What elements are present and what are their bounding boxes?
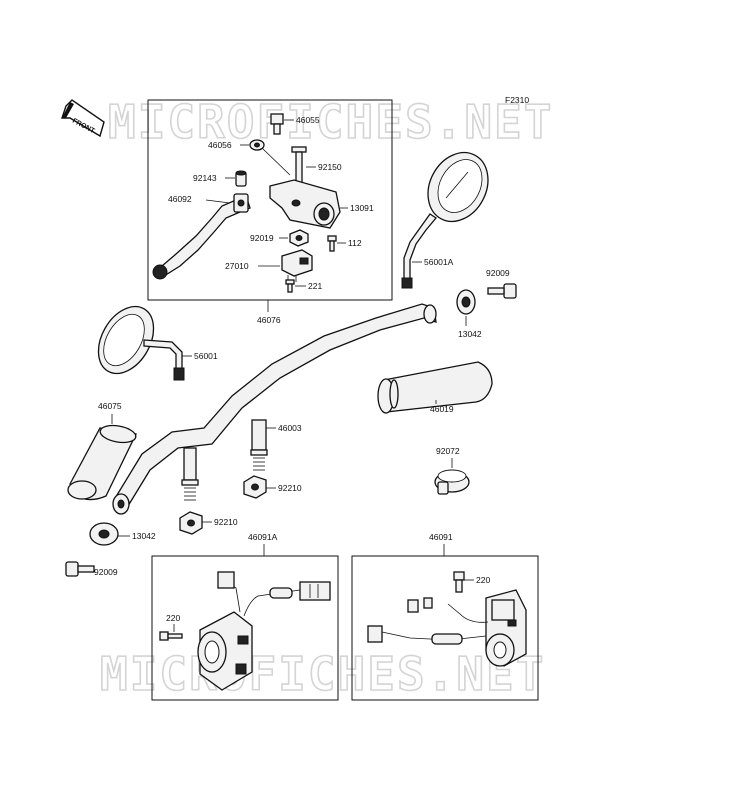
handlebar-46003 <box>112 303 437 515</box>
label-92072: 92072 <box>436 446 460 456</box>
grip-46075 <box>67 424 137 501</box>
label-46003: 46003 <box>278 423 302 433</box>
washer-46056 <box>249 139 291 176</box>
front-arrow-icon: FRONT <box>61 99 105 138</box>
label-92009-left: 92009 <box>94 567 118 577</box>
watermark-bottom: MICROFICHES.NET <box>100 647 545 701</box>
label-46091A: 46091A <box>248 532 278 542</box>
right-switch-housing <box>367 589 527 667</box>
collar-92143 <box>235 170 247 187</box>
screw-221 <box>285 279 295 293</box>
nut-92210-upper <box>243 475 267 499</box>
nut-92019 <box>289 229 309 247</box>
mirror-56001A <box>401 151 489 289</box>
screw-220-left <box>159 631 183 641</box>
label-13042-right: 13042 <box>458 329 482 339</box>
label-56001A: 56001A <box>424 257 454 267</box>
label-92009-right: 92009 <box>486 268 510 278</box>
right-switch-box <box>351 555 539 701</box>
label-46075: 46075 <box>98 401 122 411</box>
label-112: 112 <box>348 238 362 248</box>
switch-27010 <box>281 249 313 282</box>
label-46055: 46055 <box>296 115 320 125</box>
label-92150: 92150 <box>318 162 342 172</box>
mirror-56001 <box>97 305 185 381</box>
left-switch-housing <box>197 571 331 691</box>
label-13042-left: 13042 <box>132 531 156 541</box>
label-46092: 46092 <box>168 194 192 204</box>
label-92210-lower: 92210 <box>214 517 238 527</box>
label-221: 221 <box>308 281 322 291</box>
label-92210-upper: 92210 <box>278 483 302 493</box>
lever-46092 <box>152 193 251 280</box>
clamp-92072 <box>434 469 470 495</box>
label-46019: 46019 <box>430 404 454 414</box>
weight-13042-right <box>456 289 476 315</box>
left-switch-box <box>151 555 339 701</box>
nut-92210-lower <box>179 511 203 535</box>
label-92143: 92143 <box>193 173 217 183</box>
label-13091: 13091 <box>350 203 374 213</box>
label-220-left: 220 <box>166 613 180 623</box>
label-56001: 56001 <box>194 351 218 361</box>
label-27010: 27010 <box>225 261 249 271</box>
label-46056: 46056 <box>208 140 232 150</box>
weight-13042-left <box>89 522 119 546</box>
label-220-right: 220 <box>476 575 490 585</box>
bolt-46055 <box>270 113 284 135</box>
screw-220-right <box>453 571 465 593</box>
screw-112 <box>327 235 337 252</box>
lever-assembly-box <box>147 99 393 301</box>
grip-46019 <box>377 361 493 414</box>
bolt-92009-left <box>65 561 95 577</box>
label-92019: 92019 <box>250 233 274 243</box>
bracket-13091 <box>269 179 341 229</box>
label-46076: 46076 <box>257 315 281 325</box>
watermark-top: MICROFICHES.NET <box>108 95 553 149</box>
figure-code: F2310 <box>505 95 529 105</box>
bolt-92009-right <box>487 283 517 299</box>
label-46091: 46091 <box>429 532 453 542</box>
